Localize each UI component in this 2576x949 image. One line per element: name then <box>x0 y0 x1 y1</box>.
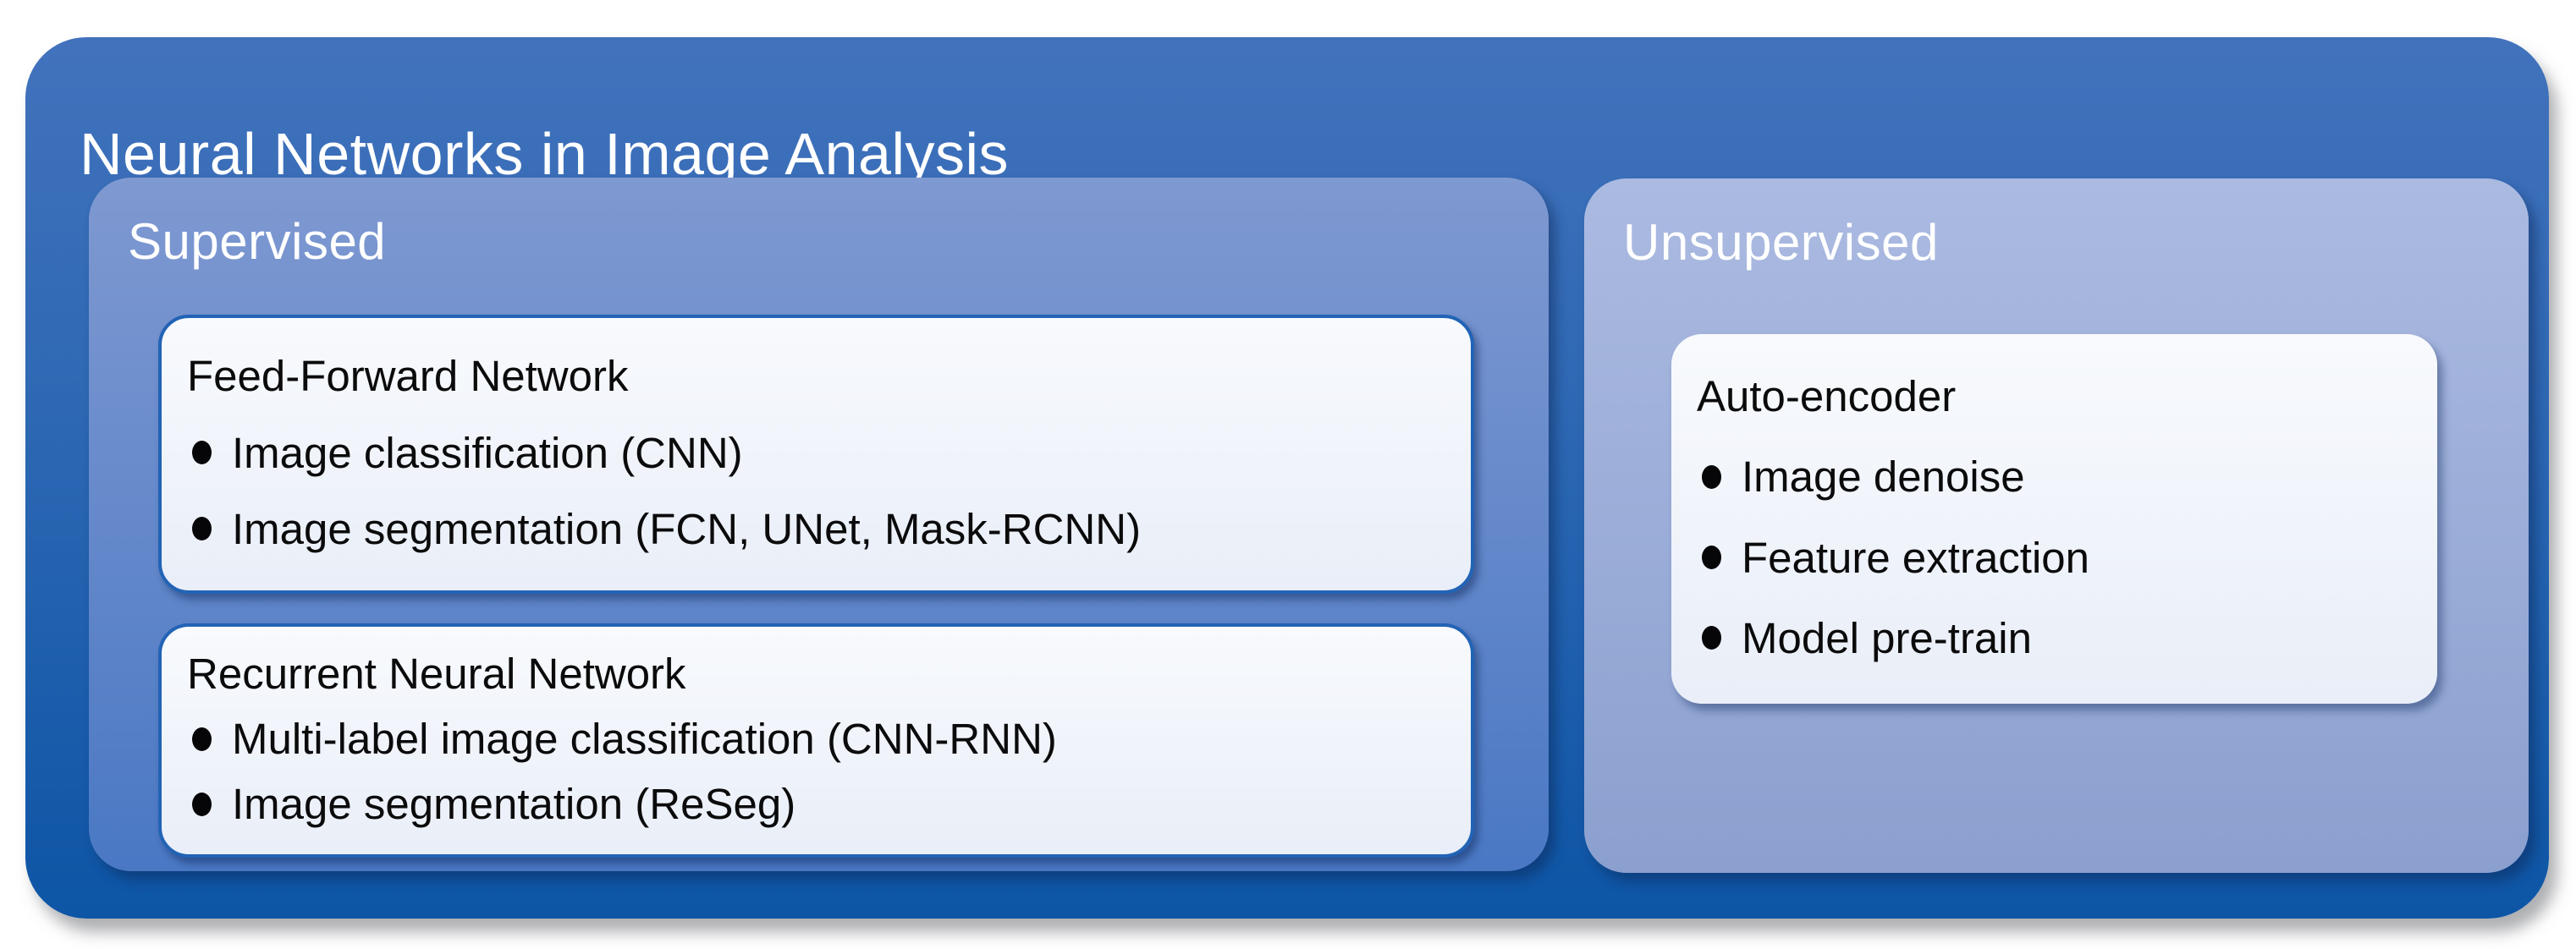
bullet-item: Image classification (CNN) <box>192 428 1445 478</box>
panel-unsupervised-label: Unsupervised <box>1623 214 1939 271</box>
panel-supervised: Supervised Feed-Forward Network Image cl… <box>89 178 1549 871</box>
bullet-text: Image segmentation (ReSeg) <box>232 780 796 828</box>
diagram-root: Neural Networks in Image Analysis Superv… <box>25 37 2549 919</box>
bullet-item: Model pre-train <box>1702 613 2412 663</box>
bullet-icon <box>192 517 212 541</box>
bullet-text: Image denoise <box>1742 453 2025 502</box>
card-title: Recurrent Neural Network <box>187 650 686 698</box>
bullet-text: Multi-label image classification (CNN-RN… <box>232 715 1057 763</box>
bullet-icon <box>1702 546 1721 570</box>
bullet-item: Image segmentation (ReSeg) <box>192 779 1445 829</box>
panel-unsupervised: Unsupervised Auto-encoder Image denoise … <box>1584 178 2529 873</box>
bullet-item: Image segmentation (FCN, UNet, Mask-RCNN… <box>192 504 1445 554</box>
bullet-icon <box>1702 464 1721 489</box>
bullet-item: Image denoise <box>1702 452 2412 502</box>
bullet-text: Feature extraction <box>1742 533 2090 582</box>
bullet-text: Image classification (CNN) <box>232 428 743 477</box>
card-title: Feed-Forward Network <box>187 352 629 401</box>
card-title: Auto-encoder <box>1697 372 1957 421</box>
bullet-icon <box>192 792 212 816</box>
card-recurrent-neural-network: Recurrent Neural Network Multi-label ima… <box>158 623 1474 858</box>
card-feed-forward-network: Feed-Forward Network Image classificatio… <box>158 315 1474 594</box>
panel-supervised-label: Supervised <box>128 213 387 270</box>
card-auto-encoder: Auto-encoder Image denoise Feature extra… <box>1671 334 2437 704</box>
bullet-item: Feature extraction <box>1702 533 2412 583</box>
bullet-text: Image segmentation (FCN, UNet, Mask-RCNN… <box>232 504 1142 553</box>
bullet-icon <box>192 727 212 751</box>
bullet-icon <box>1702 626 1721 650</box>
bullet-icon <box>192 441 212 464</box>
diagram-title: Neural Networks in Image Analysis <box>80 121 1010 187</box>
bullet-item: Multi-label image classification (CNN-RN… <box>192 714 1445 764</box>
bullet-text: Model pre-train <box>1742 613 2032 662</box>
